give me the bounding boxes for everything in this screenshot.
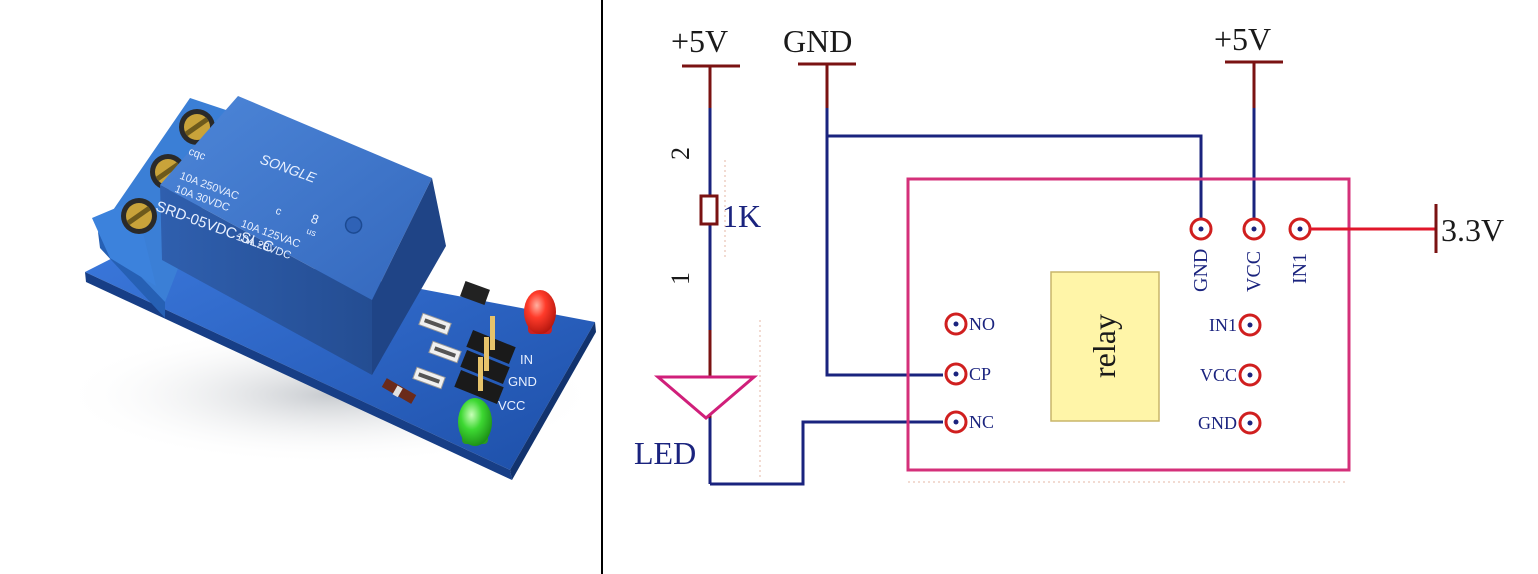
top-pin-gnd: GND [1189,217,1213,292]
left-pin-cp: CP [944,362,991,386]
top-pin-label-gnd: GND [1190,249,1212,292]
top-pin-in1: IN1 [1288,217,1312,284]
relay-block [1050,271,1160,422]
relay-top [160,96,432,300]
red-led [524,290,556,334]
left-pin-label-no: NO [969,314,995,334]
right-pin-label-gnd: GND [1198,413,1237,433]
green-led [458,398,492,446]
pin-label-gnd: GND [508,374,537,389]
ground-wire [825,108,943,377]
power-label-left: +5V [671,23,728,59]
left-pin-nc: NC [944,410,994,434]
right-pin-gnd: GND [1198,411,1262,435]
led-branch-wire [708,108,943,486]
right-pin-vcc: VCC [1200,363,1262,387]
ul-us: us [305,226,318,239]
right-pin-label-vcc: VCC [1200,365,1237,385]
relay-module-photo: SONGLE cqc 10A 250VAC 10A 30VDC c 8 us 1… [60,96,600,480]
ul-mark: c [274,205,284,218]
header-pins [454,316,516,404]
panel-divider [601,0,603,574]
power-symbol-left: +5V [671,23,740,108]
led-symbol: LED [634,375,759,471]
resistor-value: 1K [722,198,761,234]
input-voltage-label: 3.3V [1441,212,1504,248]
relay-label: relay [1086,314,1122,378]
relay-front [160,185,372,375]
resistor-pin-2: 2 [666,147,695,160]
ground-label: GND [783,23,852,59]
left-pin-no: NO [944,312,995,336]
top-pin-vcc: VCC [1242,217,1266,292]
led-label: LED [634,435,696,471]
pin-label-vcc: VCC [498,398,525,413]
relay-side [372,178,446,375]
left-pin-label-cp: CP [969,364,991,384]
top-pin-label-vcc: VCC [1243,251,1265,292]
grid-hatch-marks [724,160,1348,483]
left-pin-label-nc: NC [969,412,994,432]
ground-pin-wire [827,134,1203,220]
pcb-components [381,281,490,404]
resistor-pin-1: 1 [666,272,695,285]
relay-schematic: +5V GND +5V 2 1 1K [634,21,1504,486]
ground-symbol: GND [783,23,856,108]
cqc-mark: cqc [187,146,208,163]
right-pin-label-in1: IN1 [1209,315,1237,335]
power-symbol-right: +5V [1214,21,1283,108]
ul-8: 8 [309,211,321,228]
pcb-edge-front [85,272,512,480]
pin-label-in: IN [520,352,533,367]
power-label-right: +5V [1214,21,1271,57]
pcb-edge-side [510,322,596,480]
top-pin-label-in1: IN1 [1289,253,1311,284]
module-outline [906,177,1351,472]
right-pin-in1: IN1 [1209,313,1262,337]
resistor-1k [699,194,719,226]
